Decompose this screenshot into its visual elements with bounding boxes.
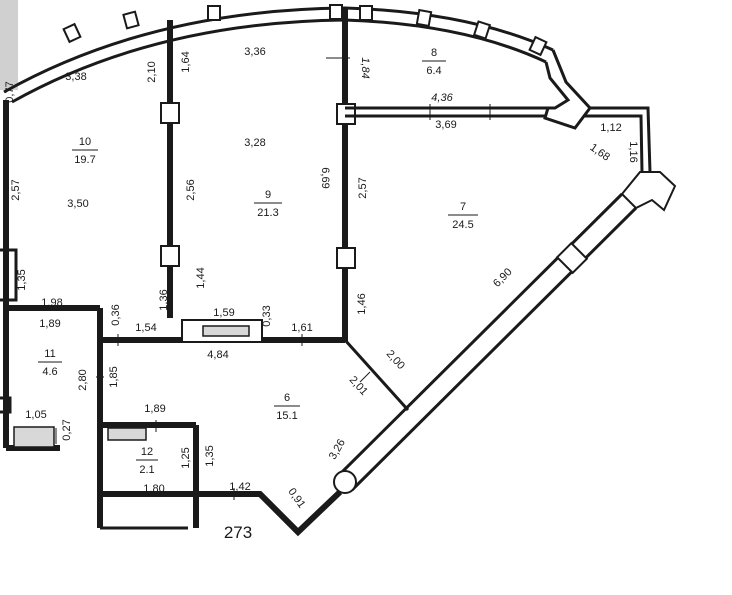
- dim-label: 6,90: [491, 266, 515, 290]
- diagonal-wall-outer: [350, 206, 638, 492]
- dim-label: 1,46: [356, 293, 368, 314]
- room-7-label: 7 24.5: [448, 201, 478, 231]
- dim-label: 0,36: [110, 304, 122, 325]
- dim-label: 1,12: [600, 122, 621, 134]
- dim-label: 0,91: [285, 486, 307, 510]
- room-area: 24.5: [452, 219, 473, 231]
- dim-label: 0,77: [4, 81, 16, 102]
- left-stair-stub: [0, 248, 18, 302]
- east-wall-top: [590, 106, 652, 173]
- room-number: 10: [79, 136, 91, 148]
- dim-label: 1,61: [291, 322, 312, 334]
- dimension-labels: 0,77 3,38 2,10 1,64 3,36 1,84 4,36 3,69 …: [4, 46, 639, 510]
- dim-label: 2,56: [185, 179, 197, 200]
- dim-label: 2,00: [384, 348, 407, 372]
- dim-label: 1,85: [108, 366, 120, 387]
- pillar-10-9-bottom: [160, 245, 180, 267]
- diagonal-wall-inner: [336, 192, 624, 478]
- dim-label: 1,98: [41, 297, 62, 309]
- window-marks: [62, 4, 548, 57]
- room-area: 21.3: [257, 207, 278, 219]
- dim-label: 2,80: [77, 369, 89, 390]
- column-round: [333, 470, 357, 494]
- pillar-9-7-mid: [336, 247, 356, 269]
- dim-label: 1,36: [158, 289, 170, 310]
- dim-label: 1,35: [204, 445, 216, 466]
- dim-label: 1,89: [39, 318, 60, 330]
- room-number: 9: [265, 189, 271, 201]
- room-number: 8: [431, 47, 437, 59]
- dim-label: 0,33: [261, 305, 273, 326]
- bathtub-icon: [13, 426, 55, 448]
- dim-label: 1,35: [16, 269, 28, 290]
- dim-label: 2,57: [10, 179, 22, 200]
- dim-label: 3,38: [65, 71, 86, 83]
- dim-label: 3,28: [244, 137, 265, 149]
- dim-label: 1,68: [588, 141, 612, 163]
- dim-label: 3,50: [67, 198, 88, 210]
- scan-shadow: [0, 0, 18, 90]
- dim-label: 1,89: [144, 403, 165, 415]
- dim-label: 1,44: [195, 267, 207, 288]
- east-wall-top-inner: [583, 114, 644, 173]
- left-door-stub: [0, 396, 12, 414]
- north-curved-wall-inner: [11, 18, 547, 104]
- room-area: 19.7: [74, 154, 95, 166]
- dim-label: 1,42: [229, 481, 250, 493]
- room-9-label: 9 21.3: [254, 189, 282, 219]
- dim-label: 2,57: [357, 177, 369, 198]
- plan-label: 273: [224, 523, 252, 542]
- dim-label: 0,27: [61, 419, 73, 440]
- dim-label: 1,64: [180, 51, 192, 72]
- room-number: 6: [284, 392, 290, 404]
- room-area: 2.1: [139, 464, 154, 476]
- ne-bay-wall: [543, 49, 592, 130]
- dim-label: 1,59: [213, 307, 234, 319]
- dim-label: 1,54: [135, 322, 156, 334]
- dim-label: 2,01: [347, 374, 370, 398]
- room-area: 6.4: [426, 65, 441, 77]
- room-area: 15.1: [276, 410, 297, 422]
- dim-label: 4,36: [431, 92, 453, 104]
- room-10-label: 10 19.7: [72, 136, 98, 166]
- dim-label: 4,84: [207, 349, 228, 361]
- room-number: 12: [141, 446, 153, 458]
- dim-label: 3,36: [244, 46, 265, 58]
- pillar-diagonal: [555, 241, 589, 275]
- room-6-label: 6 15.1: [274, 392, 300, 422]
- dim-label: 1,05: [25, 409, 46, 421]
- room-11-label: 11 4.6: [38, 348, 62, 378]
- dim-label: 1,84: [359, 57, 371, 78]
- dim-label: 1,25: [180, 447, 192, 468]
- room-number: 11: [44, 348, 55, 360]
- room-8-label: 8 6.4: [422, 47, 446, 77]
- room-number: 7: [460, 201, 466, 213]
- dimension-ticks: [55, 57, 491, 500]
- wall-6-7: [343, 338, 410, 412]
- room-area: 4.6: [42, 366, 57, 378]
- dim-label: 1,16: [627, 141, 639, 162]
- dim-label: 3,26: [327, 437, 348, 462]
- radiator-icon: [202, 325, 250, 337]
- ne-column: [620, 171, 677, 212]
- dim-label: 2,10: [146, 61, 158, 82]
- dim-label: 3,69: [435, 119, 456, 131]
- dim-label: 6,69: [319, 167, 331, 188]
- dim-label: 1,80: [143, 483, 164, 495]
- sink-icon: [107, 427, 147, 441]
- room-12-label: 12 2.1: [136, 446, 158, 476]
- pillar-10-9-top: [160, 102, 180, 124]
- south-wall: [196, 489, 343, 537]
